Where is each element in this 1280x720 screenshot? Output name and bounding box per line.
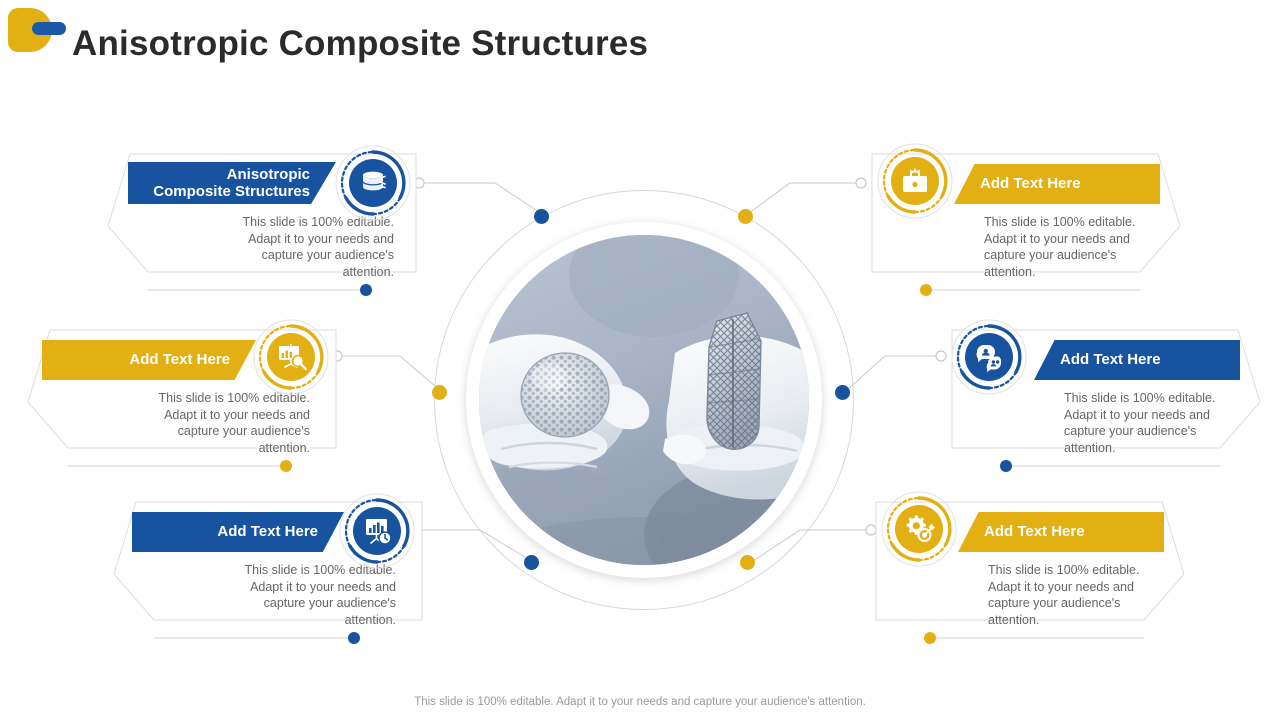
node-dot-bottom-left (524, 555, 539, 570)
card-title: Add Text Here (980, 175, 1081, 193)
bar-chart-clock-icon (360, 514, 394, 548)
card-bottom-right[interactable]: Add Text Here This slide is 100% editabl… (872, 491, 1188, 644)
card-banner: Add Text Here (954, 164, 1160, 204)
chart-search-icon (274, 340, 308, 374)
card-body: This slide is 100% editable. Adapt it to… (1064, 391, 1216, 455)
card-banner: Add Text Here (958, 512, 1164, 552)
card-banner: Anisotropic Composite Structures (128, 162, 336, 204)
card-top-right[interactable]: Add Text Here This slide is 100% editabl… (868, 143, 1184, 296)
gear-target-icon (902, 512, 936, 546)
card-body: This slide is 100% editable. Adapt it to… (988, 563, 1140, 627)
center-image (466, 222, 822, 578)
card-banner: Add Text Here (1034, 340, 1240, 380)
node-dot-top-left (534, 209, 549, 224)
briefcase-icon (898, 164, 932, 198)
brand-logo (8, 8, 66, 52)
footer-note: This slide is 100% editable. Adapt it to… (414, 696, 866, 708)
center-photo-clip (479, 235, 809, 565)
card-badge[interactable] (880, 490, 958, 568)
node-dot-top-right (738, 209, 753, 224)
card-mid-right[interactable]: Add Text Here This slide is 100% editabl… (948, 319, 1264, 472)
card-title: Add Text Here (1060, 351, 1161, 369)
card-title: Anisotropic Composite Structures (153, 165, 310, 200)
card-title: Add Text Here (129, 351, 230, 369)
node-dot-mid-right (835, 385, 850, 400)
card-body: This slide is 100% editable. Adapt it to… (984, 215, 1136, 279)
card-top-left[interactable]: Anisotropic Composite Structures This sl… (104, 145, 420, 296)
card-badge[interactable] (950, 318, 1028, 396)
card-mid-left[interactable]: Add Text Here This slide is 100% editabl… (24, 319, 340, 472)
card-title: Add Text Here (217, 523, 318, 541)
card-body: This slide is 100% editable. Adapt it to… (244, 563, 396, 627)
page-title: Anisotropic Composite Structures (72, 24, 649, 63)
card-badge[interactable] (334, 144, 412, 222)
team-bubbles-icon (972, 340, 1006, 374)
card-title: Add Text Here (984, 523, 1085, 541)
card-badge[interactable] (252, 318, 330, 396)
logo-pill-shape (32, 22, 66, 35)
card-banner: Add Text Here (42, 340, 256, 380)
card-body: This slide is 100% editable. Adapt it to… (158, 391, 310, 455)
layers-material-icon (356, 166, 390, 200)
node-dot-bottom-right (740, 555, 755, 570)
card-badge[interactable] (338, 492, 416, 570)
card-bottom-left[interactable]: Add Text Here This slide is 100% editabl… (110, 493, 426, 644)
card-body: This slide is 100% editable. Adapt it to… (242, 215, 394, 279)
guide-circle (434, 190, 854, 610)
card-badge[interactable] (876, 142, 954, 220)
node-dot-mid-left (432, 385, 447, 400)
card-banner: Add Text Here (132, 512, 344, 552)
